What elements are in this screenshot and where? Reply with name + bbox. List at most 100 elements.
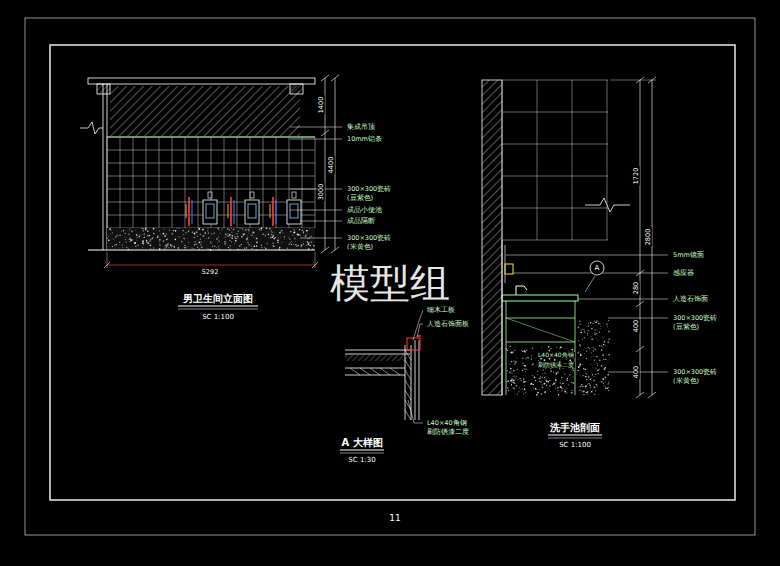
dimension-text: 3000: [318, 183, 325, 202]
speckle-dot: [232, 235, 234, 237]
speckle-dot: [278, 237, 280, 239]
counter-top: [345, 354, 410, 355]
extension-line: [610, 80, 656, 81]
speckle-dot: [590, 379, 591, 380]
title-underline: [548, 438, 602, 439]
urinal-symbol: [287, 200, 301, 224]
speckle-dot: [237, 237, 239, 239]
leader-line: [578, 299, 668, 300]
speckle-dot: [296, 233, 298, 235]
speckle-dot: [131, 239, 133, 241]
stone-face: [419, 340, 420, 420]
page-number: 11: [388, 514, 401, 523]
speckle-dot: [144, 233, 145, 234]
speckle-dot: [294, 229, 295, 230]
speckle-dot: [510, 346, 511, 347]
speckle-dot: [144, 229, 146, 231]
speckle-dot: [273, 234, 274, 235]
speckle-dot: [507, 387, 509, 389]
speckle-dot: [198, 241, 200, 243]
callout-text: 感应器: [672, 270, 695, 277]
partition-edge: [270, 204, 271, 218]
speckle-dot: [584, 337, 585, 338]
drawing-title: A 大样图: [340, 438, 383, 448]
speckle-dot: [147, 235, 149, 237]
leader-line: [413, 310, 423, 340]
speckle-dot: [506, 370, 508, 372]
speckle-dot: [218, 229, 220, 231]
dimension-tick: [331, 247, 339, 253]
speckle-dot: [229, 234, 231, 236]
speckle-dot: [555, 379, 557, 381]
speckle-dot: [607, 374, 609, 376]
speckle-dot: [295, 237, 297, 239]
speckle-dot: [517, 358, 519, 360]
speckle-dot: [597, 340, 599, 342]
speckle-dot: [134, 242, 136, 244]
title-underline: [548, 434, 602, 435]
speckle-dot: [196, 230, 198, 232]
angle-steel: [345, 375, 405, 376]
speckle-dot: [226, 235, 227, 236]
speckle-dot: [233, 229, 235, 231]
sensor-symbol: [505, 264, 513, 274]
speckle-dot: [524, 388, 526, 390]
speckle-dot: [608, 354, 610, 356]
cabinet-line: [575, 301, 576, 395]
bracing: [405, 360, 411, 370]
tile-line: [502, 208, 608, 209]
speckle-dot: [603, 385, 604, 386]
speckle-dot: [279, 247, 280, 248]
speckle-dot: [153, 247, 155, 249]
speckle-dot: [142, 228, 144, 230]
tile-line: [159, 137, 160, 228]
speckle-dot: [244, 248, 245, 249]
speckle-dot: [303, 231, 304, 232]
speckle-dot: [583, 391, 584, 392]
speckle-dot: [514, 374, 516, 376]
floor-line: [88, 250, 315, 251]
speckle-dot: [192, 232, 193, 233]
speckle-dot: [597, 385, 598, 386]
scale-text: SC 1:100: [201, 314, 235, 321]
speckle-dot: [246, 238, 247, 239]
speckle-dot: [169, 229, 170, 230]
speckle-dot: [229, 240, 230, 241]
speckle-dot: [218, 246, 219, 247]
speckle-dot: [299, 229, 300, 230]
speckle-dot: [216, 238, 217, 239]
speckle-dot: [273, 238, 274, 239]
speckle-dot: [549, 389, 550, 390]
speckle-dot: [157, 235, 158, 236]
speckle-dot: [537, 378, 539, 380]
speckle-dot: [556, 347, 557, 348]
speckle-dot: [279, 232, 281, 234]
speckle-dot: [587, 393, 588, 394]
speckle-dot: [180, 235, 182, 237]
speckle-dot: [528, 357, 530, 359]
speckle-dot: [109, 228, 111, 230]
speckle-dot: [553, 383, 555, 385]
speckle-dot: [157, 236, 159, 238]
speckle-dot: [511, 380, 513, 382]
speckle-dot: [248, 229, 249, 230]
speckle-dot: [228, 247, 229, 248]
speckle-dot: [237, 236, 238, 237]
speckle-dot: [604, 378, 606, 380]
callout-text: 集成吊顶: [346, 124, 376, 131]
speckle-dot: [234, 236, 236, 238]
speckle-dot: [166, 233, 168, 235]
speckle-dot: [242, 233, 244, 235]
speckle-dot: [145, 228, 147, 230]
speckle-dot: [212, 246, 213, 247]
speckle-dot: [561, 387, 562, 388]
speckle-dot: [585, 376, 587, 378]
speckle-dot: [270, 237, 271, 238]
speckle-dot: [571, 349, 573, 351]
callout-text: 细木工板: [426, 307, 456, 314]
speckle-dot: [509, 372, 511, 374]
speckle-dot: [131, 239, 133, 241]
speckle-dot: [166, 234, 167, 235]
speckle-dot: [535, 380, 536, 381]
speckle-dot: [511, 384, 512, 385]
